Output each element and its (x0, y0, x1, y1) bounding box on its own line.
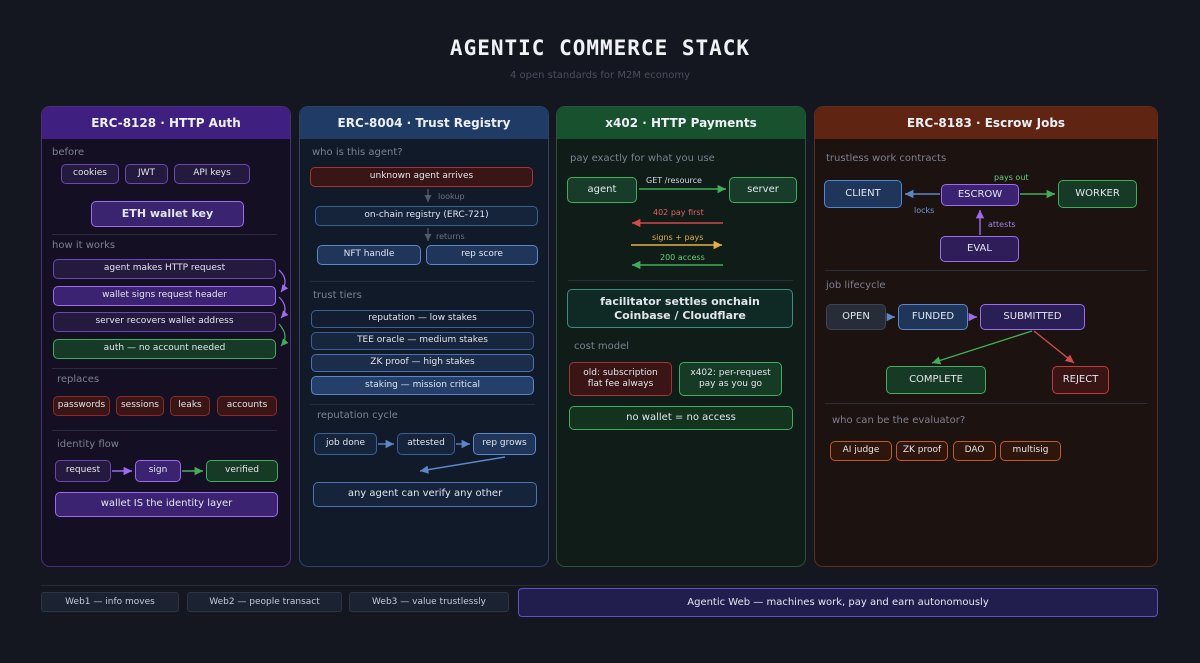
escrow-box: ESCROW (941, 184, 1019, 206)
footer-separator (41, 585, 1158, 586)
footer-web2: Web2 — people transact (187, 592, 342, 612)
divider (825, 403, 1147, 404)
before-item-jwt: JWT (125, 164, 168, 184)
panel-header: x402 · HTTP Payments (557, 107, 805, 139)
state-reject: REJECT (1052, 366, 1109, 394)
tier-zk: ZK proof — high stakes (311, 354, 534, 372)
eval-box: EVAL (940, 236, 1019, 262)
section-label-who: who is this agent? (312, 147, 403, 158)
evaluator-dao: DAO (953, 441, 996, 461)
divider (310, 404, 535, 405)
section-label-lifecycle: job lifecycle (826, 280, 886, 291)
cycle-rep-grows: rep grows (473, 433, 536, 455)
returns-label: returns (436, 232, 465, 241)
worker-box: WORKER (1058, 180, 1137, 208)
section-label-before: before (52, 147, 85, 158)
facilitator-box: facilitator settles onchain Coinbase / C… (567, 289, 793, 328)
flow-verified: verified (206, 460, 278, 482)
replaces-accounts: accounts (217, 396, 277, 416)
old-model-line2: flat fee always (587, 379, 654, 389)
before-item-api-keys: API keys (174, 164, 250, 184)
section-label-tiers: trust tiers (313, 290, 362, 301)
step-4: auth — no account needed (53, 339, 276, 359)
section-label-cost: cost model (574, 341, 630, 352)
evaluator-zk-proof: ZK proof (896, 441, 948, 461)
divider (310, 281, 535, 282)
evaluator-ai-judge: AI judge (830, 441, 892, 461)
client-box: CLIENT (824, 180, 902, 208)
tier-tee: TEE oracle — medium stakes (311, 332, 534, 350)
signs-pays-label: signs + pays (652, 233, 704, 242)
footer-web3: Web3 — value trustlessly (349, 592, 509, 612)
unknown-agent-box: unknown agent arrives (310, 167, 533, 187)
panel-header: ERC-8183 · Escrow Jobs (815, 107, 1157, 139)
divider (52, 234, 277, 235)
state-funded: FUNDED (898, 304, 968, 330)
footer-web1: Web1 — info moves (41, 592, 179, 612)
rep-score-box: rep score (426, 245, 538, 265)
section-label-contracts: trustless work contracts (826, 153, 947, 164)
facilitator-text: facilitator settles onchain (600, 294, 760, 308)
divider (52, 368, 277, 369)
new-model-box: x402: per-request pay as you go (679, 362, 782, 396)
before-item-cookies: cookies (61, 164, 119, 184)
new-model-line1: x402: per-request (690, 367, 771, 378)
divider (52, 430, 277, 431)
evaluator-multisig: multisig (1000, 441, 1061, 461)
tier-staking: staking — mission critical (311, 376, 534, 395)
page-subtitle: 4 open standards for M2M economy (509, 70, 691, 81)
providers-text: Coinbase / Cloudflare (614, 308, 746, 322)
cycle-job-done: job done (314, 433, 377, 455)
divider (825, 270, 1147, 271)
section-label-replaces: replaces (57, 374, 100, 385)
panel-header: ERC-8004 · Trust Registry (300, 107, 548, 139)
replaces-passwords: passwords (53, 396, 110, 416)
old-model-line1: old: subscription (583, 367, 658, 378)
get-resource-label: GET /resource (646, 176, 702, 185)
nft-handle-box: NFT handle (317, 245, 421, 265)
panel-erc8183: ERC-8183 · Escrow Jobs (814, 106, 1158, 567)
new-model-line2: pay as you go (698, 379, 763, 389)
agent-box: agent (567, 177, 637, 203)
state-complete: COMPLETE (886, 366, 986, 394)
divider (568, 280, 793, 281)
pay-first-label: 402 pay first (653, 208, 704, 217)
identity-layer-box: wallet IS the identity layer (55, 492, 278, 517)
access-label: 200 access (660, 253, 705, 262)
section-label-identity: identity flow (57, 439, 119, 450)
no-wallet-box: no wallet = no access (569, 406, 793, 430)
wallet-key-box: ETH wallet key (91, 201, 244, 227)
lookup-label: lookup (438, 192, 465, 201)
server-box: server (729, 177, 797, 203)
pays-out-label: pays out (994, 173, 1029, 182)
footer-agentic-web: Agentic Web — machines work, pay and ear… (518, 588, 1158, 617)
step-3: server recovers wallet address (53, 312, 276, 332)
attests-label: attests (988, 220, 1016, 229)
cycle-attested: attested (397, 433, 455, 455)
section-label-pay: pay exactly for what you use (570, 153, 715, 164)
step-2: wallet signs request header (53, 286, 276, 306)
flow-request: request (55, 460, 111, 482)
locks-label: locks (914, 206, 935, 215)
replaces-sessions: sessions (116, 396, 164, 416)
registry-box: on-chain registry (ERC-721) (315, 206, 538, 226)
tier-reputation: reputation — low stakes (311, 310, 534, 328)
replaces-leaks: leaks (170, 396, 210, 416)
verify-box: any agent can verify any other (313, 482, 537, 507)
state-submitted: SUBMITTED (980, 304, 1085, 330)
panel-header: ERC-8128 · HTTP Auth (42, 107, 290, 139)
section-label-evaluator: who can be the evaluator? (832, 415, 966, 426)
state-open: OPEN (826, 304, 886, 330)
step-1: agent makes HTTP request (53, 259, 276, 279)
page-title: AGENTIC COMMERCE STACK (449, 36, 751, 60)
flow-sign: sign (135, 460, 181, 482)
section-label-how: how it works (52, 240, 116, 251)
old-model-box: old: subscription flat fee always (569, 362, 672, 396)
section-label-cycle: reputation cycle (317, 410, 398, 421)
